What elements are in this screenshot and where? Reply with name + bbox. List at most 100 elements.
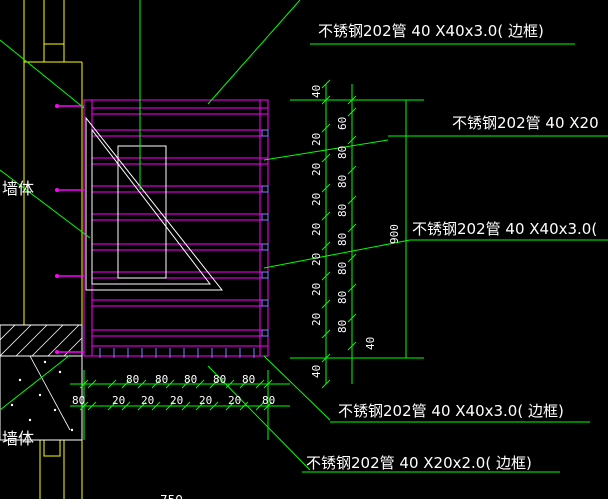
dim-tick <box>321 241 331 251</box>
dim-horizontal-bottom-label: 20 <box>112 394 125 407</box>
dim-tick <box>321 153 331 163</box>
dim-tick <box>151 379 161 389</box>
label-right-inner-tube: 不锈钢202管 40 X20 <box>452 114 599 132</box>
dim-vertical-left-label: 20 <box>310 313 323 326</box>
dim-vertical-left-label: 40 <box>310 365 323 378</box>
dim-vertical-left-label: 40 <box>310 85 323 98</box>
dim-tick <box>165 401 175 411</box>
dim-tick <box>121 379 131 389</box>
rail-end-cap <box>261 129 269 137</box>
dim-tick <box>137 401 147 411</box>
dim-tick <box>121 401 131 411</box>
dim-horizontal-top-label: 80 <box>184 373 197 386</box>
dim-vertical-left-label: 20 <box>310 223 323 236</box>
dim-vertical-right-label: 80 <box>336 204 349 217</box>
dim-horizontal-top-label: 80 <box>213 373 226 386</box>
dim-vertical-right-label: 80 <box>336 146 349 159</box>
dim-tick <box>209 401 219 411</box>
dim-tick <box>137 379 147 389</box>
dim-horizontal-top-label: 80 <box>126 373 139 386</box>
dim-tick <box>239 401 249 411</box>
dim-tick <box>79 401 89 411</box>
label-top-frame: 不锈钢202管 40 X40x3.0( 边框) <box>318 22 544 40</box>
rail-end-cap <box>261 243 269 251</box>
dim-vertical-right-label: 80 <box>336 262 349 275</box>
anchor-bolt-heads <box>55 104 59 354</box>
dim-tick <box>165 379 175 389</box>
dim-horizontal-bottom-label: 80 <box>262 394 275 407</box>
dim-tick <box>181 401 191 411</box>
dim-tick <box>321 183 331 193</box>
dim-horizontal-bottom-label: 20 <box>228 394 241 407</box>
dim-tick <box>321 353 331 363</box>
bottom-rail-posts <box>99 348 255 358</box>
horizontal-dimension-lines <box>70 370 290 440</box>
dim-tick <box>255 401 265 411</box>
rail-end-cap <box>261 299 269 307</box>
rail-end-cap <box>261 329 269 337</box>
dim-vertical-left-label: 20 <box>310 163 323 176</box>
dim-tick <box>321 329 331 339</box>
dim-tick <box>321 211 331 221</box>
dim-vertical-right-label: 80 <box>336 233 349 246</box>
dim-vertical-right-label: 80 <box>336 175 349 188</box>
dim-tick <box>225 379 235 389</box>
dim-tick <box>195 379 205 389</box>
vertical-dims-left: 40 20 20 20 20 20 20 20 40 <box>310 85 323 378</box>
dim-vertical-left-label: 20 <box>310 253 323 266</box>
leader-lines <box>0 0 411 471</box>
label-partial-bottom: 750 <box>160 493 183 499</box>
dim-tick <box>321 79 331 89</box>
vertical-dimension-ticks <box>321 79 357 389</box>
dim-tick <box>321 379 331 389</box>
dim-tick <box>347 195 357 205</box>
horizontal-dimension-ticks <box>79 379 273 411</box>
dim-tick <box>79 379 89 389</box>
dim-tick <box>347 253 357 263</box>
rail-end-cap <box>261 213 269 221</box>
dim-vertical-left-label: 20 <box>310 283 323 296</box>
label-bottom-inner-tube: 不锈钢202管 40 X20x2.0( 边框) <box>306 454 532 472</box>
dim-tick <box>181 379 191 389</box>
dim-tick <box>255 379 265 389</box>
dim-tick <box>321 123 331 133</box>
dim-tick <box>347 313 357 323</box>
dim-tick <box>151 401 161 411</box>
dim-tick <box>263 401 273 411</box>
dim-horizontal-bottom-label: 80 <box>72 394 85 407</box>
dim-vertical-left-label: 20 <box>310 193 323 206</box>
rail-end-cap <box>261 185 269 193</box>
dim-vertical-bottom-40: 40 <box>364 337 377 350</box>
dim-vertical-right-label: 80 <box>336 291 349 304</box>
dim-horizontal-bottom-label: 20 <box>141 394 154 407</box>
dim-tick <box>321 299 331 309</box>
dim-tick <box>321 271 331 281</box>
dim-horizontal-bottom-label: 20 <box>170 394 183 407</box>
dim-tick <box>225 401 235 411</box>
dim-tick <box>239 379 249 389</box>
dim-tick <box>87 401 97 411</box>
dim-tick <box>347 223 357 233</box>
railing-frame <box>83 99 269 357</box>
dim-tick <box>321 95 331 105</box>
dim-horizontal-top-label: 80 <box>155 373 168 386</box>
dim-tick <box>347 341 357 351</box>
concrete-slab <box>0 324 83 441</box>
anchor-bolts <box>55 105 84 353</box>
railing-horizontal-tubes <box>92 107 269 347</box>
dim-tick <box>347 107 357 117</box>
dim-vertical-left-label: 20 <box>310 133 323 146</box>
label-wall-lower: 墙体 <box>2 429 34 448</box>
dim-tick <box>347 283 357 293</box>
wall-structure <box>23 0 83 499</box>
triangle-bracket <box>85 116 224 291</box>
dim-total-height: 900 <box>388 224 401 244</box>
dim-tick <box>347 165 357 175</box>
dim-tick <box>107 379 117 389</box>
label-right-mid-frame: 不锈钢202管 40 X40x3.0( <box>412 220 597 238</box>
dim-tick <box>347 135 357 145</box>
dim-vertical-right-label: 60 <box>336 117 349 130</box>
